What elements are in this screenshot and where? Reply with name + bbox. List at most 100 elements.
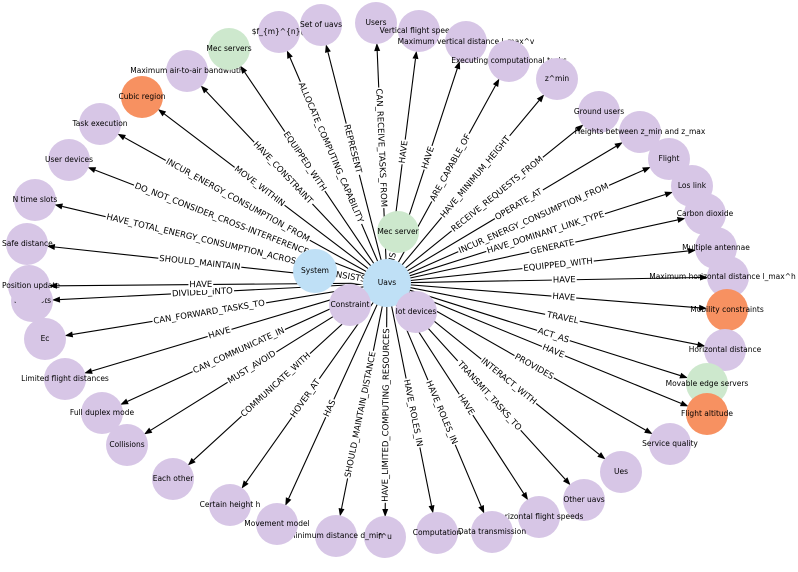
node-circle[interactable] — [536, 58, 578, 100]
node-circle[interactable] — [106, 424, 148, 466]
node-circle[interactable] — [8, 265, 50, 307]
node-circle[interactable] — [377, 211, 419, 253]
node-z-min[interactable]: z^min — [536, 58, 578, 100]
node-circle[interactable] — [363, 259, 411, 307]
node-mec-server[interactable]: Mec server — [377, 211, 420, 253]
node-circle[interactable] — [208, 28, 250, 70]
node-circle[interactable] — [684, 193, 726, 235]
node-maximum-horizontal-distance-l-max-h[interactable]: Maximum horizontal distance l_max^h — [649, 256, 796, 298]
node-circle[interactable] — [24, 318, 66, 360]
node-circle[interactable] — [707, 256, 749, 298]
node-circle[interactable] — [44, 358, 86, 400]
node-mec-servers[interactable]: Mec servers — [206, 28, 252, 70]
node-system[interactable]: System — [293, 249, 337, 293]
node-circle[interactable] — [706, 289, 748, 331]
node-circle[interactable] — [14, 179, 56, 221]
node-label: Position update — [2, 281, 60, 290]
node-task-execution[interactable]: Task execution — [71, 103, 128, 145]
edge-label-background — [250, 139, 316, 208]
node-full-duplex-mode[interactable]: Full duplex mode — [70, 392, 135, 434]
node-circle[interactable] — [364, 516, 406, 558]
node-circle[interactable] — [81, 392, 123, 434]
node-certain-height-h[interactable]: Certain height h — [200, 484, 261, 526]
node-circle[interactable] — [121, 76, 163, 118]
node-set-of-uavs[interactable]: Set of uavs — [300, 4, 342, 46]
node-constraint[interactable]: Constraint — [329, 284, 371, 326]
node-carbon-dioxide[interactable]: Carbon dioxide — [677, 193, 734, 235]
node-circle[interactable] — [209, 484, 251, 526]
node-f-m-n-t[interactable]: $f_{m}^{n}(t — [252, 11, 307, 53]
node-circle[interactable] — [704, 329, 746, 371]
node-n-time-slots[interactable]: N time slots — [13, 179, 58, 221]
node-users[interactable]: Users — [355, 2, 397, 44]
node-collisions[interactable]: Collisions — [106, 424, 148, 466]
node-mobility-constraints[interactable]: Mobility constraints — [690, 289, 764, 331]
node-circle[interactable] — [416, 512, 458, 554]
node-ec[interactable]: Ec — [24, 318, 66, 360]
node-circle[interactable] — [48, 139, 90, 181]
node-f-u[interactable]: f^u — [364, 516, 406, 558]
node-horizontal-flight-speeds[interactable]: Horizontal flight speeds — [495, 496, 584, 538]
node-safe-distance[interactable]: Safe distance — [2, 223, 53, 265]
node-circle[interactable] — [152, 458, 194, 500]
node-service-quality[interactable]: Service quality — [642, 423, 698, 465]
node-circle[interactable] — [166, 50, 208, 92]
node-circle[interactable] — [300, 4, 342, 46]
node-heights-between-z-min-and-z-max[interactable]: Heights between z_min and z_max — [575, 111, 706, 153]
node-iot-devices[interactable]: Iot devices — [395, 291, 437, 333]
node-circle[interactable] — [79, 103, 121, 145]
node-circle[interactable] — [315, 515, 357, 557]
node-circle[interactable] — [445, 21, 487, 63]
node-minimum-distance-d-min[interactable]: Minimum distance d_min — [289, 515, 383, 557]
node-circle[interactable] — [649, 423, 691, 465]
edge-uavs-movement: HAS — [285, 287, 386, 506]
node-circle[interactable] — [578, 91, 620, 133]
node-movement-model[interactable]: Movement model — [244, 503, 310, 545]
node-flight-altitude[interactable]: Flight altitude — [681, 393, 733, 435]
node-circle[interactable] — [6, 223, 48, 265]
node-circle[interactable] — [293, 249, 337, 293]
node-user-devices[interactable]: User devices — [45, 139, 93, 181]
node-circle[interactable] — [600, 451, 642, 493]
node-label: Certain height h — [200, 500, 261, 509]
node-circle[interactable] — [258, 11, 300, 53]
node-data-transmission[interactable]: Data transmission — [458, 511, 526, 553]
node-maximum-air-to-air-bandwidth[interactable]: Maximum air-to-air bandwidth — [130, 50, 244, 92]
node-vertical-flight-speeds[interactable]: Vertical flight speeds — [380, 10, 459, 52]
node-circle[interactable] — [563, 479, 605, 521]
node-circle[interactable] — [329, 284, 371, 326]
node-ground-users[interactable]: Ground users — [574, 91, 624, 133]
node-horizontal-distance[interactable]: Horizontal distance — [689, 329, 762, 371]
node-cubic-region[interactable]: Cubic region — [118, 76, 166, 118]
node-computation[interactable]: Computation — [413, 512, 462, 554]
node-uavs[interactable]: Uavs — [363, 259, 411, 307]
node-circle[interactable] — [395, 291, 437, 333]
edge-arrowhead — [679, 400, 689, 407]
node-label: N time slots — [13, 195, 58, 204]
node-circle[interactable] — [256, 503, 298, 545]
node-movable-edge-servers[interactable]: Movable edge servers — [666, 363, 749, 405]
edge-label-background — [477, 355, 539, 408]
node-circle[interactable] — [488, 40, 530, 82]
edge-arrowhead — [679, 372, 688, 379]
node-circle[interactable] — [398, 10, 440, 52]
node-executing-computational-tasks[interactable]: Executing computational tasks — [451, 40, 567, 82]
edge-label-background — [163, 156, 312, 246]
node-circle[interactable] — [619, 111, 661, 153]
node-limited-flight-distances[interactable]: Limited flight distances — [21, 358, 109, 400]
node-circle[interactable] — [355, 2, 397, 44]
node-circle[interactable] — [686, 363, 728, 405]
node-each-other[interactable]: Each other — [152, 458, 194, 500]
edge-label: HAS — [322, 398, 338, 418]
node-label: Ues — [614, 467, 628, 476]
node-circle[interactable] — [518, 496, 560, 538]
node-circle[interactable] — [471, 511, 513, 553]
edge-arrowhead — [374, 42, 381, 52]
node-position-update[interactable]: Position update — [2, 265, 60, 307]
edge-label: TRAVEL — [545, 310, 580, 326]
node-ues[interactable]: Ues — [600, 451, 642, 493]
edge-label: SHOULD_MAINTAIN — [159, 254, 241, 273]
node-maximum-vertical-distance-l-max-v[interactable]: Maximum vertical distance l_max^v — [398, 21, 535, 63]
node-circle[interactable] — [686, 393, 728, 435]
node-other-uavs[interactable]: Other uavs — [563, 479, 605, 521]
